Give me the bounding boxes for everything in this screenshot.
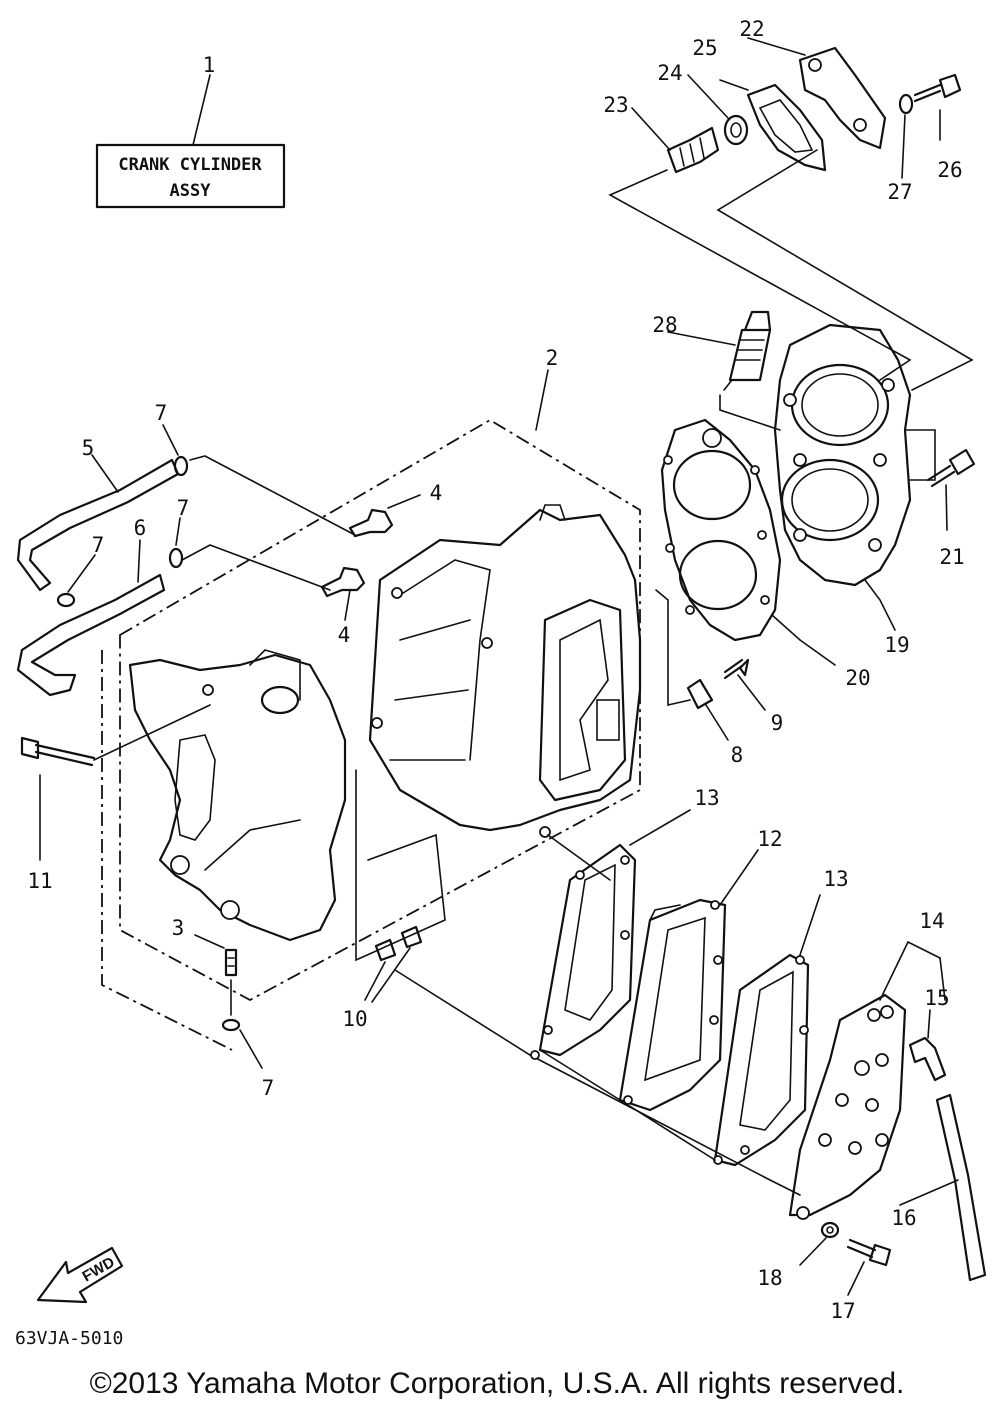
callout-22: 22: [739, 17, 764, 41]
cylinder-block: [355, 504, 642, 962]
callout-10: 10: [342, 1007, 367, 1031]
callout-23: 23: [603, 93, 628, 117]
callout-27: 27: [887, 180, 912, 204]
cover-bolt: [913, 73, 962, 103]
callout-25: 25: [692, 36, 717, 60]
crankcase-bolt: [20, 704, 211, 861]
callout-6: 6: [134, 516, 147, 540]
thermostat: [666, 126, 720, 174]
callout-19: 19: [884, 633, 909, 657]
assembly-label-line1: CRANK CYLINDER: [118, 155, 262, 175]
callout-numbers: 1 2 3 4 4 5 6 7 7 7 7 8 9 10 11 12 13 13…: [27, 17, 964, 1323]
head-gasket: [660, 418, 836, 666]
water-hose: [935, 1093, 987, 1282]
dowel-pins: [364, 925, 801, 1196]
crankcase: [128, 649, 347, 942]
callout-1: 1: [203, 53, 216, 77]
callout-2: 2: [546, 346, 559, 370]
callout-17: 17: [830, 1299, 855, 1323]
water-elbow: [908, 1036, 947, 1082]
cylinder-head: [773, 323, 936, 631]
forward-arrow-icon: FWD: [36, 1246, 124, 1304]
head-bolt: [926, 448, 976, 531]
crankcase-reference-inner: [101, 650, 233, 1051]
callout-5: 5: [82, 436, 95, 460]
diagram-code: 63VJA-5010: [15, 1328, 123, 1349]
callout-28: 28: [652, 313, 677, 337]
callout-4b: 4: [338, 623, 351, 647]
assembly-label-box: CRANK CYLINDER ASSY: [95, 74, 286, 209]
copyright-notice: ©2013 Yamaha Motor Corporation, U.S.A. A…: [90, 1367, 905, 1400]
breather-hoses: [16, 424, 356, 697]
anode-and-screw: [655, 589, 766, 741]
callout-13a: 13: [694, 786, 719, 810]
cover-fasteners: [799, 1221, 892, 1296]
callout-15: 15: [924, 986, 949, 1010]
thermostat-cover: [798, 46, 887, 150]
callout-3: 3: [172, 916, 185, 940]
callout-11: 11: [27, 869, 52, 893]
callout-18: 18: [757, 1266, 782, 1290]
callout-12: 12: [757, 827, 782, 851]
callout-4a: 4: [430, 481, 443, 505]
head-cover-group: [608, 46, 974, 391]
assembly-label-line2: ASSY: [170, 181, 212, 201]
breather-elbows: [320, 494, 421, 621]
o-ring: [723, 114, 749, 146]
thermostat-gasket: [746, 83, 827, 172]
callout-14: 14: [919, 909, 944, 933]
callout-20: 20: [845, 666, 870, 690]
callout-24: 24: [657, 61, 682, 85]
callout-26: 26: [937, 158, 962, 182]
callout-21: 21: [939, 545, 964, 569]
callout-7a: 7: [155, 401, 168, 425]
callout-9: 9: [771, 711, 784, 735]
callout-7d: 7: [262, 1076, 275, 1100]
callout-8: 8: [731, 743, 744, 767]
callout-13b: 13: [823, 867, 848, 891]
callout-16: 16: [891, 1206, 916, 1230]
exhaust-gaskets: [530, 809, 821, 1167]
exhaust-cover: [788, 941, 987, 1282]
spark-plug: [719, 310, 781, 431]
callout-7b: 7: [177, 496, 190, 520]
pin-and-clip: [194, 934, 263, 1069]
callout-7c: 7: [92, 533, 105, 557]
bolt-washer: [898, 93, 914, 115]
